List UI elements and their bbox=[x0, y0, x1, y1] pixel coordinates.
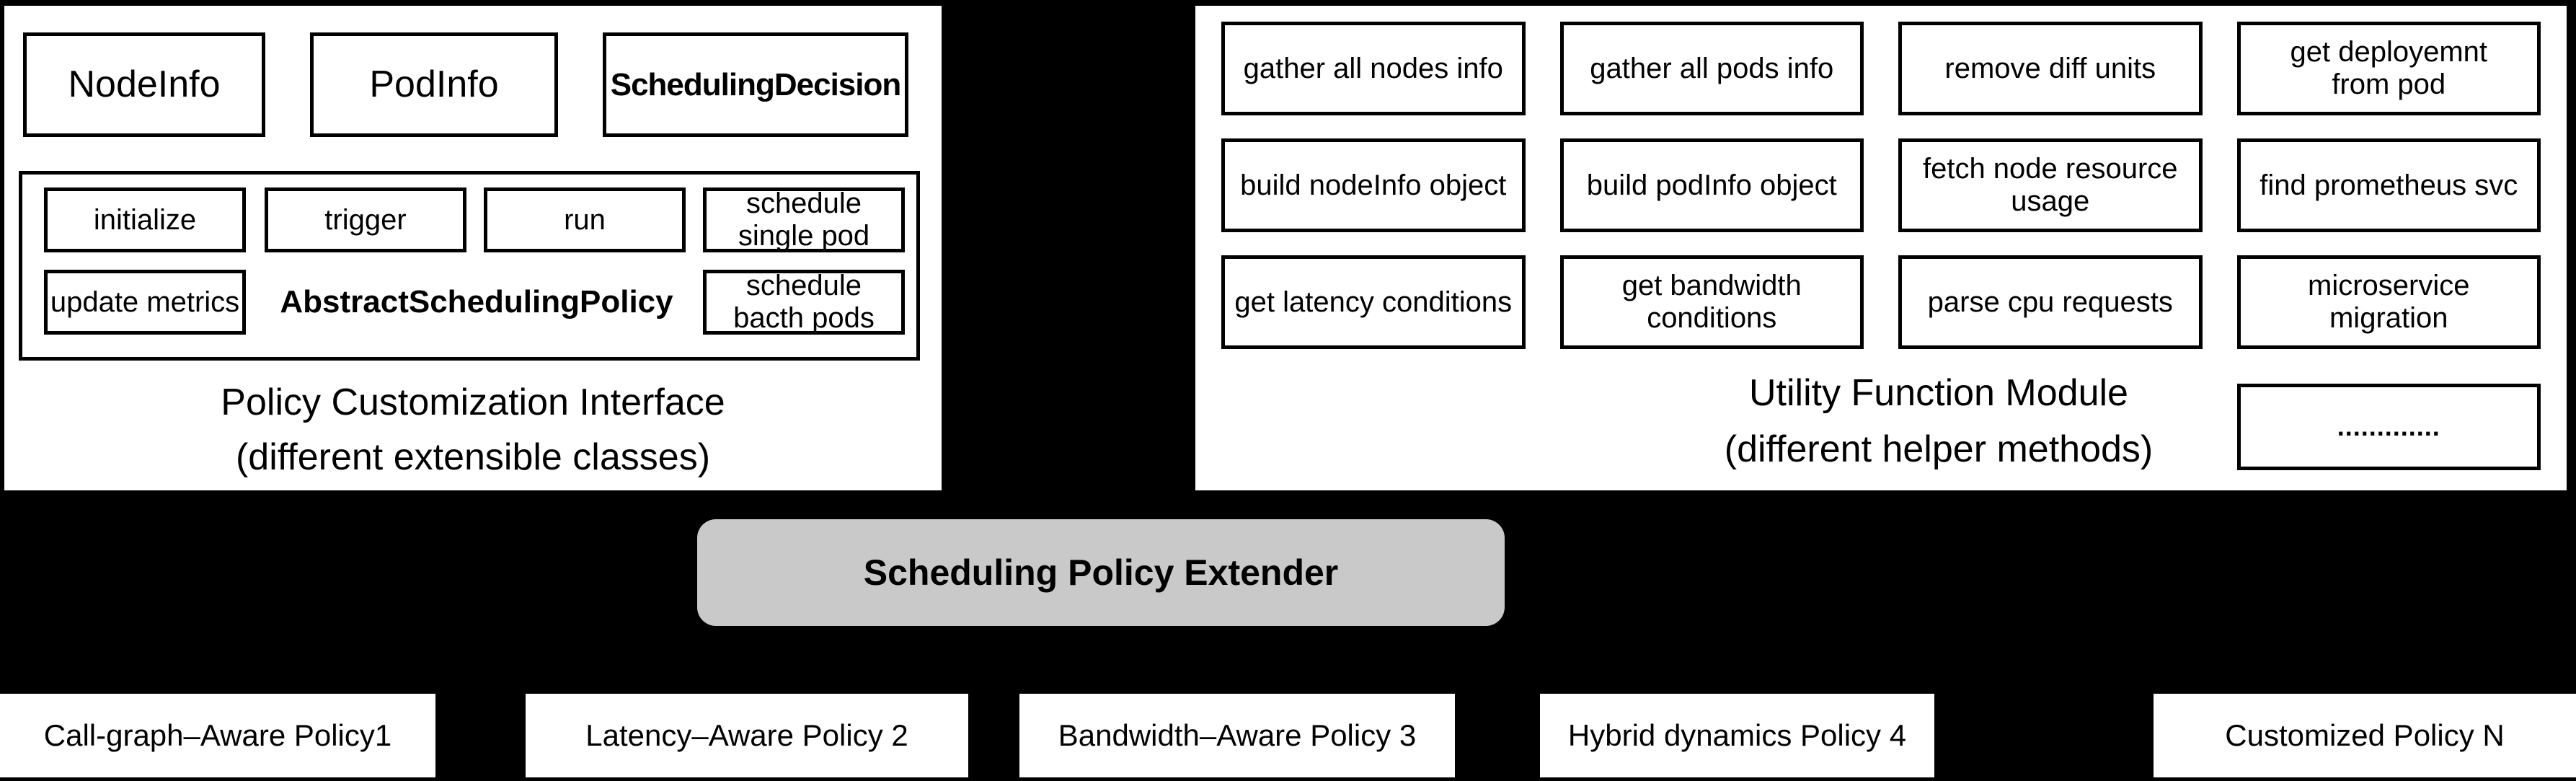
right-panel-caption: Utility Function Module (different helpe… bbox=[1724, 372, 2154, 470]
method-box-initialize: initialize bbox=[44, 187, 246, 252]
policy-box-latency-aware: Latency–Aware Policy 2 bbox=[526, 694, 968, 777]
policy-box-call-graph-aware: Call-graph–Aware Policy1 bbox=[0, 694, 435, 777]
utility-box-find-prometheus-svc: find prometheus svc bbox=[2236, 138, 2541, 232]
method-box-trigger: trigger bbox=[265, 187, 466, 252]
abstract-scheduling-policy-container: initialize trigger run schedule single p… bbox=[19, 171, 920, 361]
method-box-schedule-batch-pods: schedule bacth pods bbox=[703, 270, 905, 335]
arrow-extender-to-policy-4 bbox=[1500, 625, 1786, 700]
arrow-extender-to-policy-1 bbox=[237, 625, 736, 692]
utility-box-fetch-node-resource-usage: fetch node resource usage bbox=[1898, 138, 2203, 232]
utility-box-parse-cpu-requests: parse cpu requests bbox=[1898, 255, 2203, 349]
utility-box-get-latency-conditions: get latency conditions bbox=[1221, 255, 1526, 349]
class-box-podinfo: PodInfo bbox=[310, 32, 558, 137]
abstract-scheduling-policy-label: AbstractSchedulingPolicy bbox=[280, 284, 673, 319]
utility-function-panel: gather all nodes info gather all pods in… bbox=[1191, 1, 2571, 495]
utility-box-microservice-migration: microservice migration bbox=[2236, 255, 2541, 349]
class-box-schedulingdecision: SchedulingDecision bbox=[603, 32, 908, 137]
policy-box-bandwidth-aware: Bandwidth–Aware Policy 3 bbox=[1019, 694, 1455, 777]
arrow-extender-to-policy-3 bbox=[1102, 625, 1238, 683]
utility-box-remove-diff-units: remove diff units bbox=[1898, 22, 2203, 115]
scheduling-policy-extender: Scheduling Policy Extender bbox=[697, 519, 1505, 626]
utility-box-get-bandwidth-conditions: get bandwidth conditions bbox=[1559, 255, 1864, 349]
class-box-nodeinfo: NodeInfo bbox=[23, 32, 265, 137]
utility-box-gather-all-nodes-info: gather all nodes info bbox=[1221, 22, 1526, 115]
utility-box-build-nodeinfo-object: build nodeInfo object bbox=[1221, 138, 1526, 232]
utility-grid: gather all nodes info gather all pods in… bbox=[1195, 6, 2567, 490]
left-panel-caption: Policy Customization Interface (differen… bbox=[221, 381, 725, 478]
method-box-schedule-single-pod: schedule single pod bbox=[703, 187, 905, 252]
policy-box-customized: Customized Policy N bbox=[2154, 694, 2576, 777]
arrow-extender-to-policy-2 bbox=[708, 632, 756, 698]
utility-box-build-podinfo-object: build podInfo object bbox=[1559, 138, 1864, 232]
utility-box-gather-all-pods-info: gather all pods info bbox=[1559, 22, 1864, 115]
utility-box-ellipsis: ............. bbox=[2236, 384, 2541, 470]
utility-box-get-deployment-from-pod: get deployemnt from pod bbox=[2236, 22, 2541, 115]
policy-box-hybrid-dynamics: Hybrid dynamics Policy 4 bbox=[1540, 694, 1934, 777]
method-box-run: run bbox=[484, 187, 686, 252]
method-box-update-metrics: update metrics bbox=[44, 270, 246, 335]
arrow-extender-to-policy-5 bbox=[1506, 625, 2358, 693]
policy-customization-panel: NodeInfo PodInfo SchedulingDecision init… bbox=[0, 1, 946, 495]
